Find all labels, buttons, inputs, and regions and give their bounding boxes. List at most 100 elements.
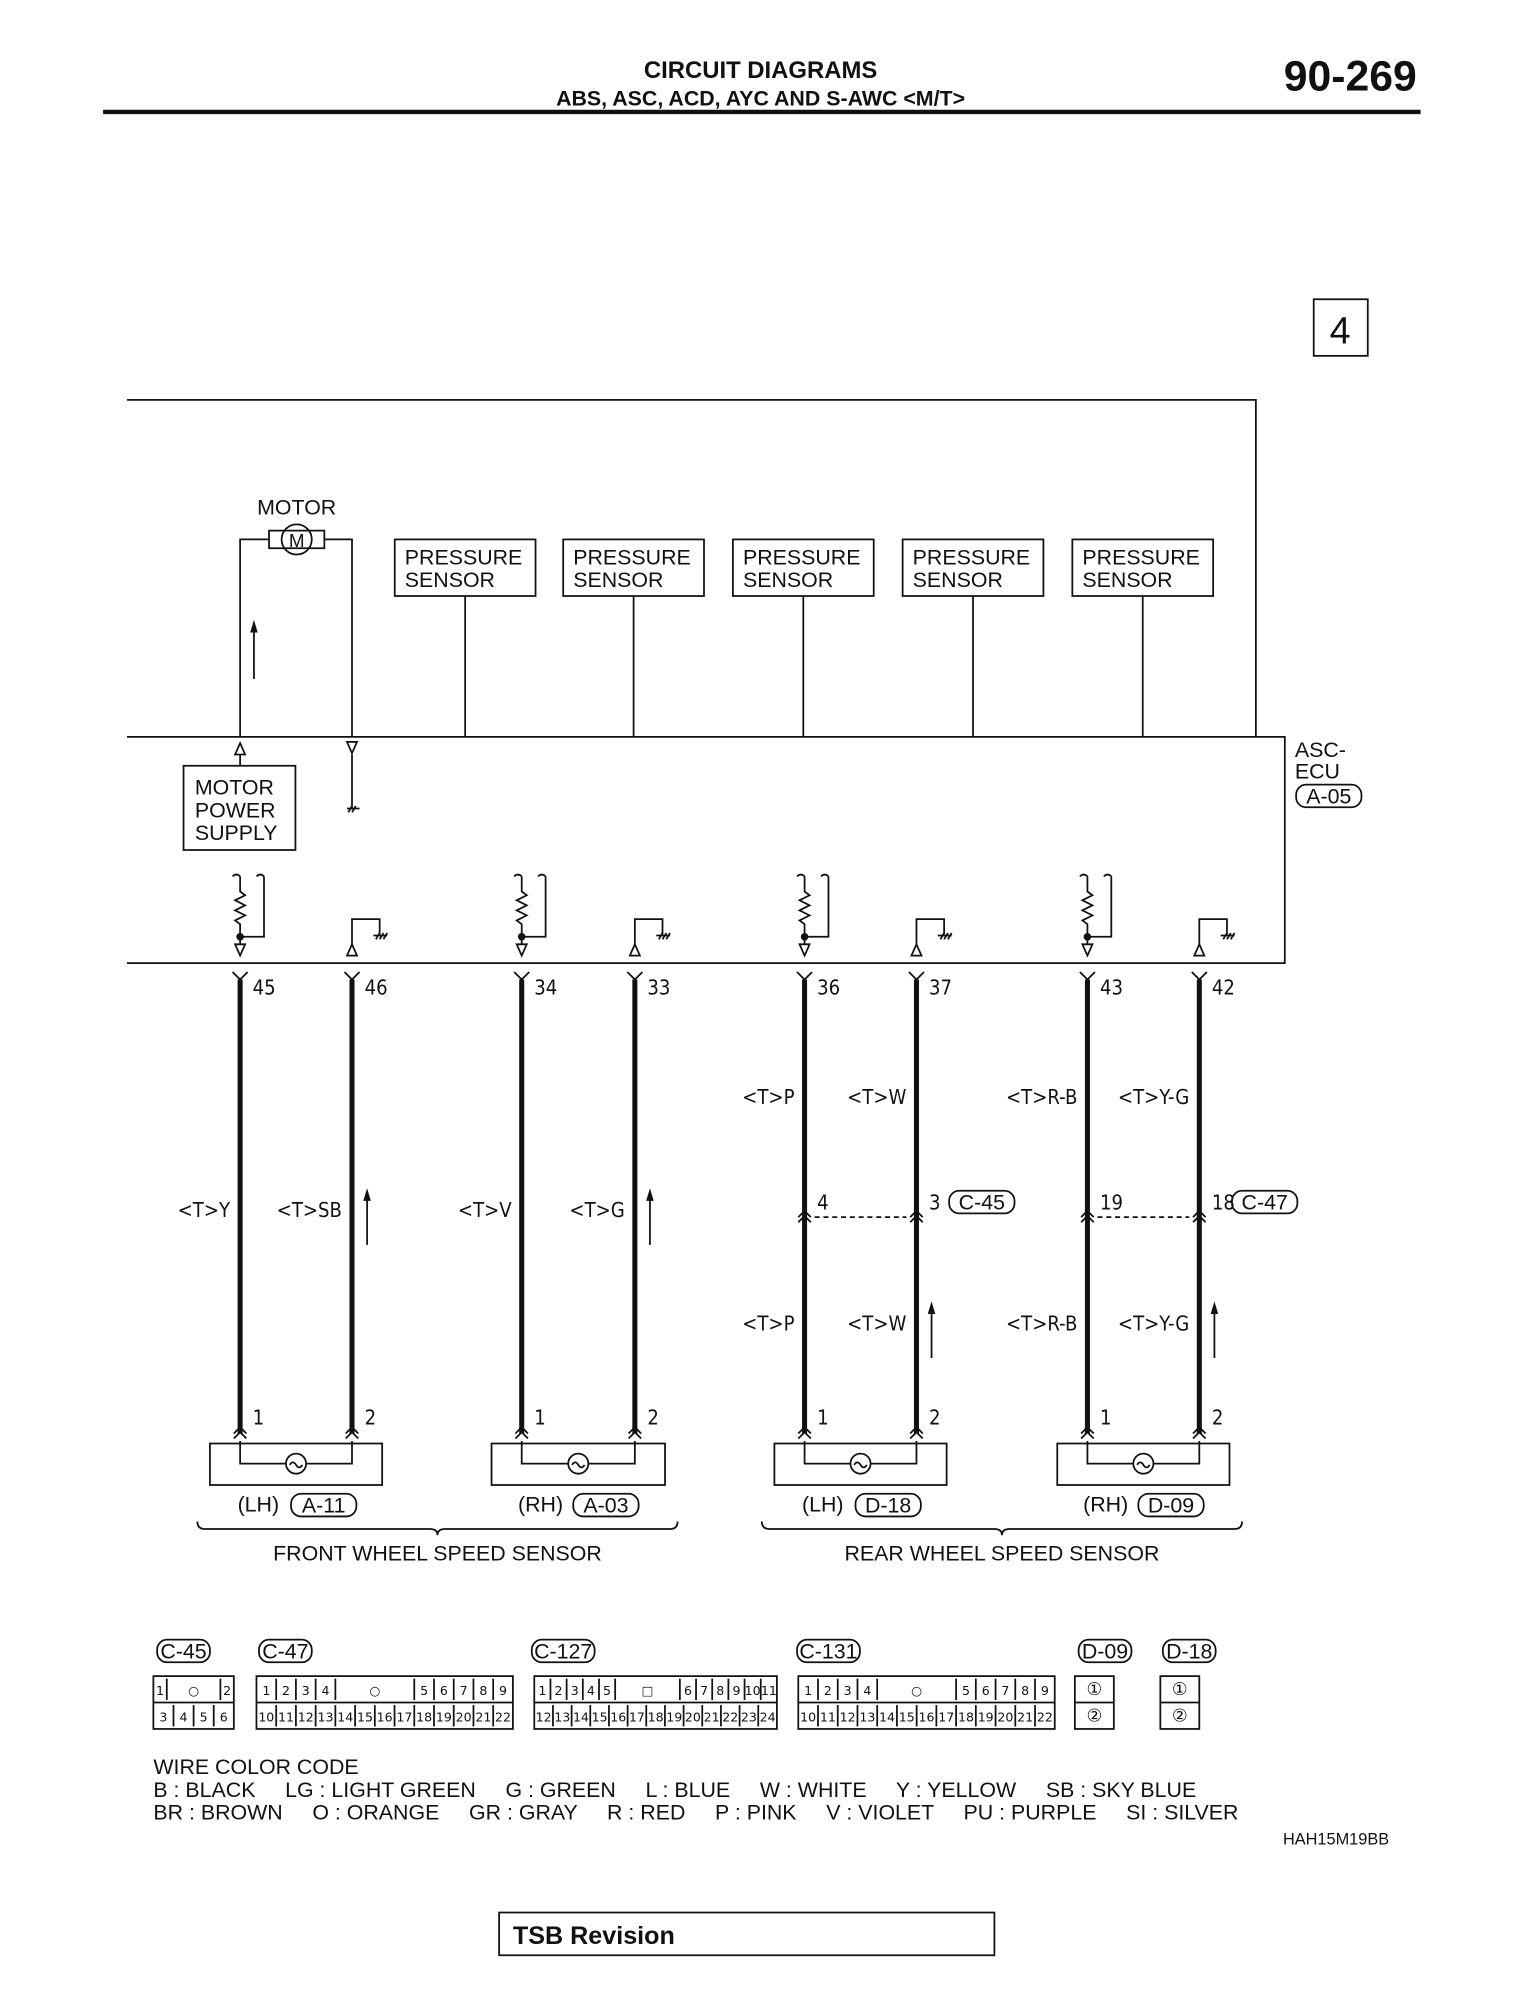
connector-pin: 12 bbox=[840, 1709, 856, 1724]
connector-pin: 13 bbox=[554, 1709, 570, 1724]
connector-pin: 2 bbox=[555, 1683, 563, 1698]
connector-chevron-icon bbox=[1080, 1425, 1095, 1440]
junction-pin: 3 bbox=[929, 1191, 941, 1215]
sensor-connector: A-11 bbox=[302, 1494, 346, 1518]
connector-pin: 2 bbox=[824, 1683, 832, 1698]
connector-pin: 22 bbox=[495, 1709, 511, 1724]
connector-chevron-icon bbox=[1192, 1209, 1207, 1223]
connector-pin: 5 bbox=[200, 1709, 208, 1724]
ecu-connector-box bbox=[1295, 783, 1363, 809]
wheel-speed-sensor-icon bbox=[490, 1440, 666, 1486]
group-brace bbox=[196, 1521, 679, 1536]
connector-pin: 5 bbox=[603, 1683, 611, 1698]
ground-icon bbox=[346, 805, 360, 813]
ecu-pin-number: 34 bbox=[534, 976, 557, 1000]
connector-chevron-icon bbox=[909, 1425, 924, 1440]
wire-color-label: <T>Y-G bbox=[1118, 1085, 1189, 1109]
sensor-pin-number: 2 bbox=[647, 1406, 659, 1430]
pressure-sensor-line2: SENSOR bbox=[913, 568, 1003, 592]
motor-power-line3: SUPPLY bbox=[195, 821, 278, 845]
wire-color-code-row1: B : BLACK LG : LIGHT GREEN G : GREEN L :… bbox=[153, 1778, 1196, 1802]
connector-pin: 7 bbox=[460, 1683, 468, 1698]
group-label: REAR WHEEL SPEED SENSOR bbox=[844, 1541, 1159, 1565]
connector-pin: 14 bbox=[573, 1709, 589, 1724]
sensor-connector-box bbox=[854, 1492, 922, 1518]
connector-pin: ○ bbox=[188, 1683, 199, 1698]
section-box bbox=[1312, 298, 1369, 357]
connector-pin: ② bbox=[1172, 1706, 1188, 1726]
junction-connector-box bbox=[948, 1189, 1016, 1215]
connector-pin: 17 bbox=[629, 1709, 645, 1724]
wire-color-label: <T>V bbox=[458, 1198, 512, 1222]
ecu-pin-mark-icon bbox=[908, 971, 925, 981]
connector-pin: ○ bbox=[911, 1683, 922, 1698]
connector-pin: 15 bbox=[899, 1709, 915, 1724]
resistor-icon bbox=[513, 873, 547, 958]
connector-pin: 5 bbox=[962, 1683, 970, 1698]
connector-pin: 6 bbox=[684, 1683, 692, 1698]
wheel-speed-sensor-icon bbox=[209, 1440, 384, 1486]
wheel-speed-sensor-icon bbox=[773, 1440, 948, 1486]
signal-ground-icon bbox=[345, 918, 388, 957]
sensor-pin-number: 1 bbox=[253, 1406, 265, 1430]
wire-color-label: <T>G bbox=[569, 1198, 624, 1222]
page-number: 90-269 bbox=[1284, 53, 1417, 101]
connector-pin: 20 bbox=[456, 1709, 472, 1724]
pressure-sensor-line1: PRESSURE bbox=[573, 546, 691, 570]
junction-pin: 18 bbox=[1212, 1191, 1235, 1215]
connector-pin: 6 bbox=[440, 1683, 448, 1698]
connector-pin: 23 bbox=[741, 1709, 757, 1724]
connector-pin: 19 bbox=[666, 1709, 682, 1724]
motor-power-line1: MOTOR bbox=[195, 776, 274, 800]
ecu-pin-number: 43 bbox=[1100, 976, 1123, 1000]
ground-icon bbox=[373, 932, 388, 940]
connector-pin: 1 bbox=[804, 1683, 812, 1698]
connector-pin: 11 bbox=[278, 1709, 294, 1724]
ecu-frame bbox=[126, 398, 1286, 965]
ecu-pin-number: 46 bbox=[365, 976, 388, 1000]
ecu-pin-number: 45 bbox=[253, 976, 276, 1000]
connector-pin: 12 bbox=[536, 1709, 552, 1724]
ecu-pin-mark-icon bbox=[1079, 971, 1096, 981]
connector-pin: 9 bbox=[499, 1683, 507, 1698]
connector-pin: 4 bbox=[587, 1683, 595, 1698]
connector-pin: 9 bbox=[732, 1683, 740, 1698]
connector-pin: 1 bbox=[538, 1683, 546, 1698]
ecu-pin-mark-icon bbox=[626, 971, 644, 981]
connector-pin: 24 bbox=[760, 1709, 776, 1724]
connector-pin: 3 bbox=[844, 1683, 852, 1698]
connector-id: C-45 bbox=[160, 1640, 206, 1664]
wire-color-label: <T>P bbox=[742, 1311, 794, 1335]
pressure-sensor-line1: PRESSURE bbox=[743, 546, 861, 570]
connector-pin: 13 bbox=[859, 1709, 875, 1724]
figure-code: HAH15M19BB bbox=[1283, 1831, 1389, 1849]
connector-pin: 2 bbox=[282, 1683, 290, 1698]
sensor-side: (RH) bbox=[1083, 1492, 1128, 1516]
current-arrow-icon bbox=[1210, 1301, 1219, 1359]
ecu-pin-mark-icon bbox=[1191, 971, 1208, 981]
wire-color-label: <T>Y-G bbox=[1118, 1311, 1189, 1335]
connector-pin: 20 bbox=[685, 1709, 701, 1724]
connector-pin: 14 bbox=[337, 1709, 353, 1724]
header-title: CIRCUIT DIAGRAMS bbox=[644, 57, 877, 84]
sensor-pin-number: 1 bbox=[1100, 1406, 1112, 1430]
connector-chevron-icon bbox=[345, 1425, 359, 1440]
pressure-sensor-line1: PRESSURE bbox=[1082, 546, 1200, 570]
motor-label: MOTOR bbox=[257, 495, 336, 519]
connector-pin: 18 bbox=[416, 1709, 432, 1724]
signal-ground-icon bbox=[910, 918, 953, 957]
ground-icon bbox=[656, 932, 671, 940]
connector-pin: 10 bbox=[800, 1709, 816, 1724]
connector-pin: 21 bbox=[475, 1709, 491, 1724]
junction-connector-box bbox=[1231, 1189, 1299, 1215]
sensor-pin-number: 1 bbox=[817, 1406, 829, 1430]
